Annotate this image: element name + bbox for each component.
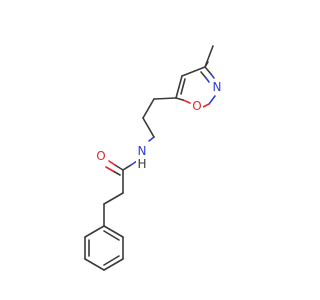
benzene-ring xyxy=(84,225,124,271)
bond xyxy=(182,99,191,104)
bond xyxy=(210,73,215,79)
bond xyxy=(175,97,184,101)
bond xyxy=(208,95,216,105)
isoxazole-nitrogen-atom: N xyxy=(211,80,223,94)
double-bond-inner xyxy=(205,77,210,83)
carbonyl-double-bond xyxy=(105,166,114,172)
bond xyxy=(122,164,132,171)
label-background xyxy=(95,149,107,163)
bond xyxy=(175,75,183,99)
bond xyxy=(84,225,105,238)
bond xyxy=(204,45,214,68)
carbonyl-oxygen-atom: O xyxy=(95,149,107,163)
bond xyxy=(204,66,212,75)
carbonyl-double-bond xyxy=(114,164,124,171)
isoxazole-nitrogen-label: N xyxy=(213,80,222,94)
bond xyxy=(84,258,105,271)
label-background xyxy=(211,80,223,94)
double-bond-inner xyxy=(200,71,207,79)
isoxazole-ring xyxy=(175,61,216,108)
label-background xyxy=(136,144,148,158)
bond xyxy=(142,117,155,138)
propyl-linker xyxy=(142,97,177,142)
carbonyl-double-bond xyxy=(108,160,116,166)
isoxazole-oxygen-atom: O xyxy=(191,99,203,113)
methyl-group xyxy=(204,45,214,68)
label-background xyxy=(191,99,203,113)
bond xyxy=(103,258,124,271)
propanamide-chain xyxy=(103,160,138,227)
bond xyxy=(181,66,206,77)
carbonyl-oxygen-label: O xyxy=(96,149,105,163)
bond xyxy=(153,97,177,100)
carbonyl-double-bond xyxy=(112,170,121,176)
bond xyxy=(148,136,155,142)
bond xyxy=(142,98,155,119)
isoxazole-oxygen-label: O xyxy=(192,99,201,113)
amide-nitrogen-atom: N H xyxy=(136,144,148,171)
atom-labels: O N H O N xyxy=(95,80,223,171)
double-bond-inner xyxy=(103,230,120,241)
amide-hydrogen-label: H xyxy=(137,157,146,171)
chemical-structure-diagram: O N H O N xyxy=(84,45,223,271)
label-background xyxy=(136,157,148,171)
bond xyxy=(103,192,124,205)
bond xyxy=(103,225,124,238)
amide-nitrogen-label: N xyxy=(138,144,147,158)
double-bond-inner xyxy=(103,255,120,266)
bond xyxy=(202,103,210,108)
double-bond-inner xyxy=(180,78,186,95)
